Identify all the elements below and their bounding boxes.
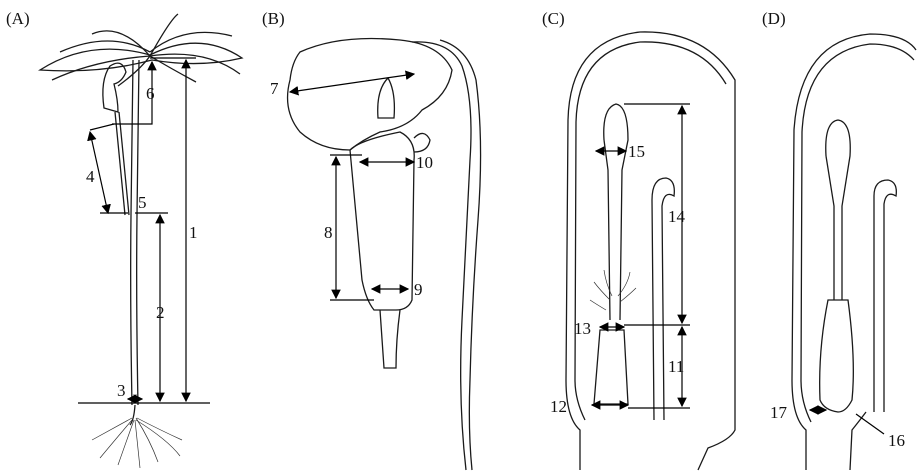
measure-14-label: 14 — [668, 207, 686, 226]
panel-d: (D) 16 17 — [762, 9, 916, 470]
measure-17-label: 17 — [770, 403, 788, 422]
measure-1-label: 1 — [189, 223, 198, 242]
measure-3-label: 3 — [117, 381, 126, 400]
measure-12-label: 12 — [550, 397, 567, 416]
spadix-d — [826, 120, 851, 300]
panel-c-label: (C) — [542, 9, 565, 28]
measure-8-label: 8 — [324, 223, 333, 242]
main-stalk — [131, 60, 133, 405]
measure-9-label: 9 — [414, 280, 423, 299]
plant-leaves — [40, 14, 242, 86]
small-spathe — [103, 63, 126, 112]
measure-5-label: 5 — [138, 193, 147, 212]
measure-11-label: 11 — [668, 357, 684, 376]
spathe-tube — [350, 132, 414, 310]
measure-16-line — [856, 414, 884, 434]
spathe-outline-d — [792, 34, 916, 470]
measure-6-label: 6 — [146, 84, 155, 103]
panel-b-label: (B) — [262, 9, 285, 28]
measure-7-line — [290, 74, 414, 92]
measure-10-label: 10 — [416, 153, 433, 172]
spathe-outline-c — [566, 32, 735, 470]
flower-zone-d — [820, 300, 854, 412]
panel-c: (C) 11 12 13 14 15 — [542, 9, 735, 470]
measure-15-label: 15 — [628, 142, 645, 161]
measure-7-label: 7 — [270, 79, 279, 98]
spathe-tail — [412, 42, 471, 470]
flower-zone-c — [594, 330, 628, 404]
panel-a-label: (A) — [6, 9, 30, 28]
measure-2-label: 2 — [156, 303, 165, 322]
roots — [92, 405, 182, 468]
panel-a: (A) — [6, 9, 242, 468]
panel-b: (B) 7 8 9 10 — [262, 9, 481, 470]
measure-13-label: 13 — [574, 319, 591, 338]
panel-d-label: (D) — [762, 9, 786, 28]
measure-4-label: 4 — [86, 167, 95, 186]
measure-16-label: 16 — [888, 431, 905, 450]
spathe-hood — [288, 39, 452, 151]
